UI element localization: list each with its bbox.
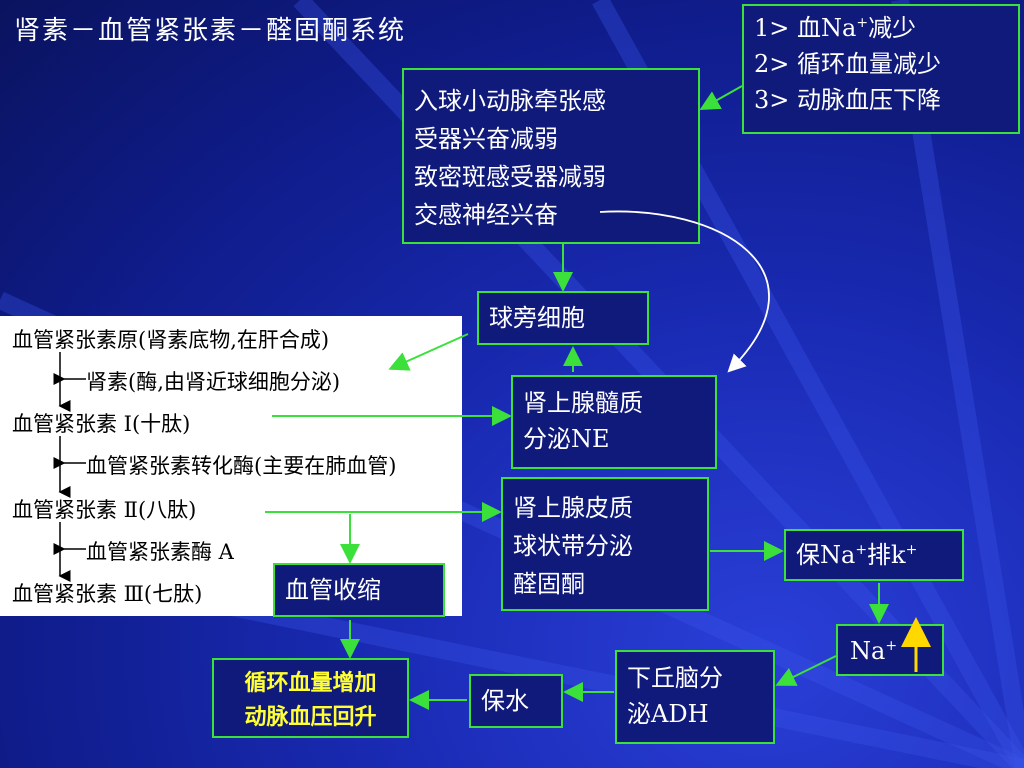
sodium-box: Na+ [836,624,944,676]
stimulus-line-1: 1> 血Na+减少 [754,14,917,42]
juxtaglomerular-box: 球旁细胞 [477,291,649,345]
stimulus-line-3: 3> 动脉血压下降 [754,86,942,114]
receptor-line: 入球小动脉牵张感 [414,87,606,115]
receptor-line: 致密斑感受器减弱 [414,163,606,191]
angiotensin-1-label: 血管紧张素 Ⅰ(十肽) [12,412,191,436]
result-box: 循环血量增加 动脉血压回升 [212,658,409,738]
vasoconstriction-box: 血管收缩 [273,563,445,617]
page-title: 肾素－血管紧张素－醛固酮系统 [14,16,407,46]
ace-label: 血管紧张素转化酶(主要在肺血管) [86,454,397,478]
stimulus-box: 1> 血Na+减少 2> 循环血量减少 3> 动脉血压下降 [742,4,1020,134]
receptor-line: 受器兴奋减弱 [414,125,558,153]
cascade-arrows [53,352,86,582]
angiotensin-2-label: 血管紧张素 Ⅱ(八肽) [12,498,197,522]
adrenal-cortex-box: 肾上腺皮质 球状带分泌 醛固酮 [501,477,709,611]
water-retention-box: 保水 [469,674,563,728]
cascade-panel: 血管紧张素原(肾素底物,在肝合成) 肾素(酶,由肾近球细胞分泌) 血管紧张素 Ⅰ… [0,316,462,616]
hypothalamus-box: 下丘脑分 泌ADH [615,650,775,744]
receptor-line: 交感神经兴奋 [414,201,558,229]
adrenal-medulla-box: 肾上腺髓质 分泌NE [511,375,717,469]
aminopeptidase-label: 血管紧张素酶 A [86,540,234,564]
renin-label: 肾素(酶,由肾近球细胞分泌) [86,370,341,394]
angiotensin-3-label: 血管紧张素 Ⅲ(七肽) [12,582,203,606]
angiotensinogen-label: 血管紧张素原(肾素底物,在肝合成) [12,328,330,352]
sodium-retention-box: 保Na+排k+ [784,529,964,581]
receptor-box: 入球小动脉牵张感 受器兴奋减弱 致密斑感受器减弱 交感神经兴奋 [402,68,700,244]
stimulus-line-2: 2> 循环血量减少 [754,50,942,78]
